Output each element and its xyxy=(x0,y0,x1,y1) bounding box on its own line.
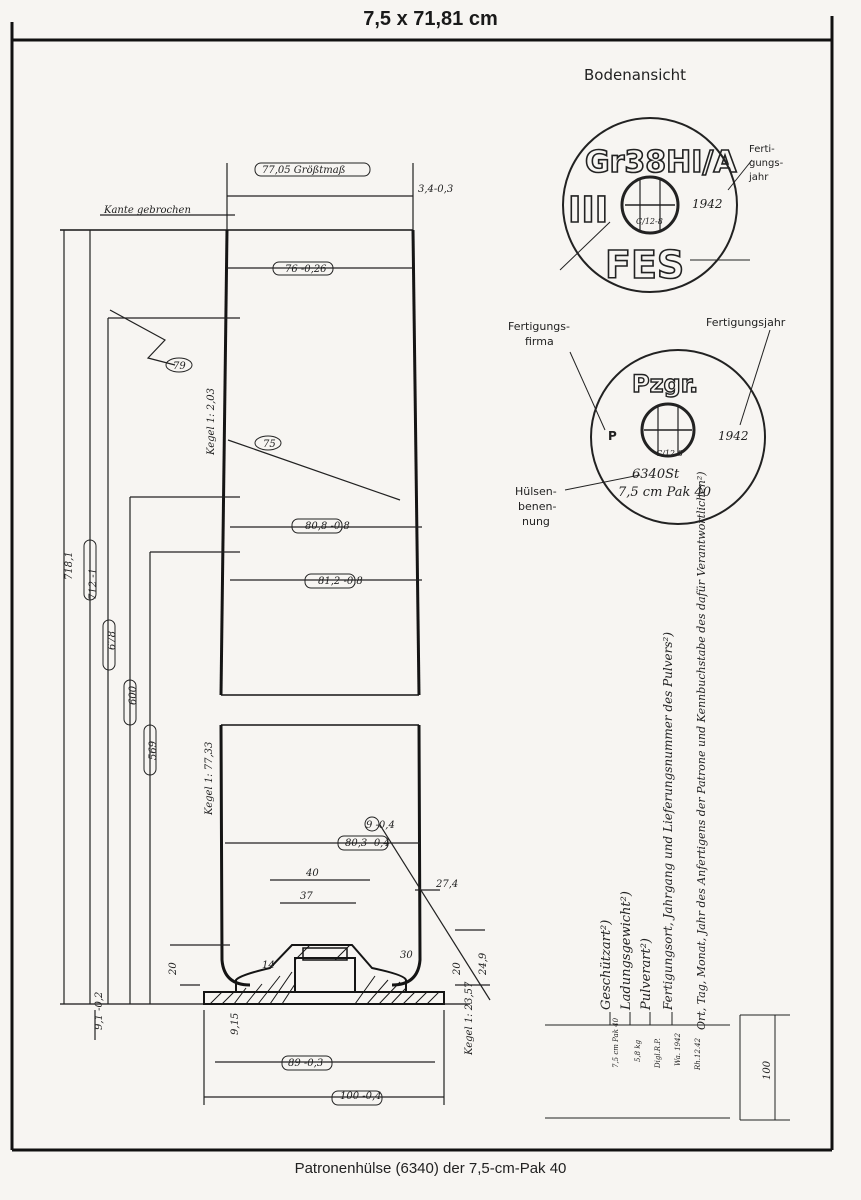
legend-item-5: Ort, Tag, Monat, Jahr des Anfertigens de… xyxy=(695,471,708,1030)
hs2-firma-1: Fertigungs- xyxy=(508,320,570,333)
legend-item-1: Geschützart²) xyxy=(599,920,614,1010)
dimension-bubbles xyxy=(83,162,389,1106)
dim-20b: 20 xyxy=(452,962,463,976)
dim-overall-width: 77,05 Größtmaß xyxy=(262,165,345,176)
hs2-top: Pzgr. xyxy=(632,370,698,398)
dim-249: 24,9 xyxy=(478,952,489,976)
dim-915: 9,15 xyxy=(230,1013,241,1035)
hs2-bottom-1: 6340St xyxy=(632,467,680,482)
dim-569: 569 xyxy=(148,740,159,760)
page-title: 7,5 x 71,81 cm xyxy=(363,8,498,30)
hs1-right: 1942 xyxy=(692,197,723,211)
headstamp-pzgr: Pzgr. P 1942 C/12-8 6340St 7,5 cm Pak 40… xyxy=(508,316,786,528)
dim-812: 81,2 -0,8 xyxy=(318,576,363,587)
hs1-year-note-2: gungs- xyxy=(749,158,784,169)
dim-9: 9,1 -0,2 xyxy=(94,992,105,1030)
case-drawing xyxy=(60,229,470,1005)
legend-lines xyxy=(545,1012,790,1121)
hs2-firma-2: firma xyxy=(525,335,554,348)
frame xyxy=(10,16,834,1152)
hs1-left: III xyxy=(568,190,608,231)
dim-37: 37 xyxy=(300,891,313,902)
cone-lower: Kegel 1: 77,33 xyxy=(204,742,215,816)
bubble-75: 75 xyxy=(263,439,276,450)
hs2-right: 1942 xyxy=(718,429,749,443)
headstamp-bodenansicht: Bodenansicht Gr38HI/A III 1942 C/12-8 FE… xyxy=(559,66,784,293)
hs1-primer: C/12-8 xyxy=(636,217,663,226)
dim-inner-top: 76 -0,26 xyxy=(285,264,327,275)
cone-base: Kegel 1: 23,57 xyxy=(464,981,475,1056)
hs1-top: Gr38HI/A xyxy=(585,145,737,180)
hs2-jahr: Fertigungsjahr xyxy=(706,316,786,329)
base-hatching xyxy=(209,944,440,1005)
hs1-bottom: FES xyxy=(605,243,684,287)
hs2-huelse-3: nung xyxy=(522,515,550,528)
dim-100: 100 -0,4 xyxy=(340,1091,382,1102)
hs1-year-note-3: jahr xyxy=(748,172,769,183)
hs2-left: P xyxy=(608,429,617,443)
bodenansicht-title: Bodenansicht xyxy=(584,66,686,84)
dim-9b: 9 -0,4 xyxy=(366,820,395,831)
dim-678: 678 xyxy=(107,631,118,650)
legend-block: Geschützart²) Ladungsgewicht²) Pulverart… xyxy=(599,471,708,1030)
mark-5: Rh.12.42 xyxy=(694,1037,702,1071)
mark-2: 5,8 kg xyxy=(634,1039,642,1062)
dim-30: 30 xyxy=(400,950,413,961)
mark-3: Digl.R.P. xyxy=(654,1038,662,1069)
bubble-79: 79 xyxy=(173,361,186,372)
hs2-bottom-2: 7,5 cm Pak 40 xyxy=(618,485,711,500)
legend-dim-100: 100 xyxy=(762,1060,773,1080)
hs2-huelse-1: Hülsen- xyxy=(515,485,557,498)
cone-upper: Kegel 1: 2,03 xyxy=(206,388,217,456)
dim-803: 80,3 -0,4 xyxy=(345,838,390,849)
hs2-primer: C/12-8 xyxy=(656,449,683,458)
side-dimension-lines xyxy=(63,230,240,1040)
dim-14: 14 xyxy=(262,960,275,971)
dim-20: 20 xyxy=(168,962,179,976)
dim-89: 89 -0,3 xyxy=(288,1058,323,1069)
mark-4: Wa. 1942 xyxy=(674,1032,682,1066)
mark-1: 7,5 cm Pak 40 xyxy=(612,1017,620,1068)
edge-note: Kante gebrochen xyxy=(103,205,191,216)
dimension-labels: 77,05 Größtmaß 3,4-0,3 Kante gebrochen 7… xyxy=(64,165,489,1102)
dim-top-tolerance: 3,4-0,3 xyxy=(418,184,453,195)
legend-small-marks: 7,5 cm Pak 40 5,8 kg Digl.R.P. Wa. 1942 … xyxy=(612,1017,773,1080)
dim-808: 80,8 -0,8 xyxy=(305,521,350,532)
dim-712: 712 -1 xyxy=(88,568,99,600)
dim-600: 600 xyxy=(128,685,139,705)
dim-718: 718,1 xyxy=(64,551,75,580)
hs1-year-note-1: Ferti- xyxy=(749,144,775,155)
hs2-huelse-2: benen- xyxy=(518,500,556,513)
legend-item-3: Pulverart²) xyxy=(639,938,654,1011)
figure-caption: Patronenhülse (6340) der 7,5-cm-Pak 40 xyxy=(294,1160,567,1177)
dim-274: 27,4 xyxy=(435,879,458,890)
dim-40: 40 xyxy=(305,868,319,879)
legend-item-4: Fertigungsort, Jahrgang und Lieferungsnu… xyxy=(661,632,675,1011)
legend-item-2: Ladungsgewicht²) xyxy=(619,891,634,1011)
